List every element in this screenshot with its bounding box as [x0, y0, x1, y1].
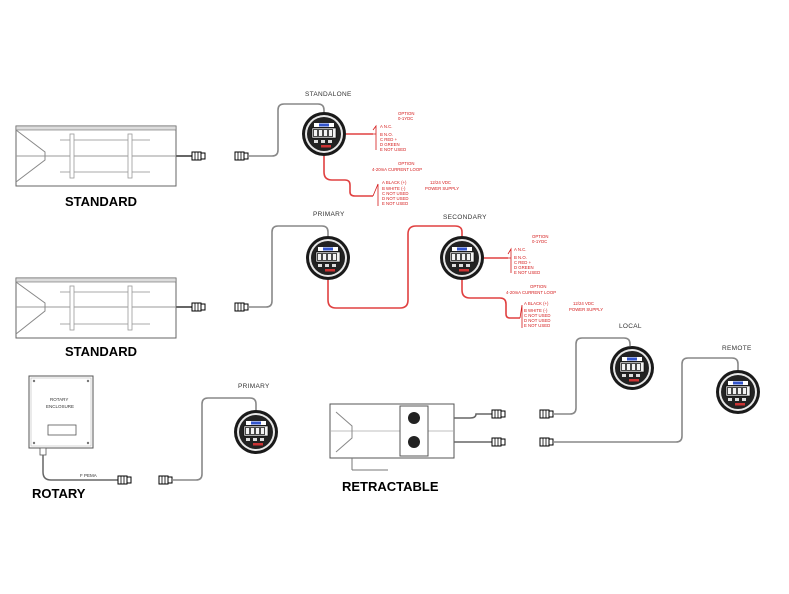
svg-text:D GREEN: D GREEN: [514, 265, 534, 270]
label-remote: REMOTE: [722, 345, 752, 352]
rotary-enclosure-label-2: ENCLOSURE: [46, 404, 74, 409]
rotary-enclosure-label-1: ROTARY: [50, 397, 68, 402]
wiring-notes-secondary: OPTION 0-1YDC A N.C. B N.O. C RED + D GR…: [506, 234, 603, 328]
wiring-notes-standalone: OPTION 0-1YDC A N.C. B N.O. C RED + D GR…: [372, 111, 459, 206]
svg-text:D NOT USED: D NOT USED: [382, 196, 408, 201]
standard-sensor-top: [15, 125, 206, 187]
label-standard-mid: STANDARD: [65, 344, 137, 359]
svg-text:C RED +: C RED +: [514, 260, 532, 265]
rotary-enclosure: [28, 375, 132, 485]
svg-text:POWER SUPPLY: POWER SUPPLY: [425, 186, 459, 191]
label-rotary: ROTARY: [32, 486, 86, 501]
secondary-meter: [439, 235, 485, 281]
label-standard-top: STANDARD: [65, 194, 137, 209]
svg-text:D NOT USED: D NOT USED: [524, 318, 550, 323]
svg-text:4-20mA CURRENT LOOP: 4-20mA CURRENT LOOP: [372, 167, 422, 172]
svg-text:B N.O.: B N.O.: [514, 255, 527, 260]
svg-text:OPTION: OPTION: [398, 111, 414, 116]
label-secondary: SECONDARY: [443, 214, 487, 221]
label-local: LOCAL: [619, 323, 642, 330]
label-retractable: RETRACTABLE: [342, 479, 439, 494]
svg-text:POWER SUPPLY: POWER SUPPLY: [569, 307, 603, 312]
svg-text:0-1YDC: 0-1YDC: [398, 116, 413, 121]
svg-text:A BLACK (+): A BLACK (+): [382, 180, 407, 185]
svg-text:C RED +: C RED +: [380, 137, 398, 142]
svg-text:OPTION: OPTION: [530, 284, 546, 289]
svg-text:A BLACK (+): A BLACK (+): [524, 301, 549, 306]
svg-text:D GREEN: D GREEN: [380, 142, 400, 147]
primary-meter-rotary: [233, 409, 279, 455]
svg-text:A N.C.: A N.C.: [380, 124, 392, 129]
svg-text:B WHITE (-): B WHITE (-): [524, 308, 548, 313]
svg-text:0-1YDC: 0-1YDC: [532, 239, 547, 244]
svg-text:B N.O.: B N.O.: [380, 132, 393, 137]
standard-sensor-mid: [15, 277, 206, 339]
svg-text:4-20mA CURRENT LOOP: 4-20mA CURRENT LOOP: [506, 290, 556, 295]
svg-text:12/24 VDC: 12/24 VDC: [430, 180, 451, 185]
svg-text:A N.C.: A N.C.: [514, 247, 526, 252]
standalone-meter: [301, 111, 347, 157]
svg-text:E NOT USED: E NOT USED: [524, 323, 550, 328]
rotary-cable-label: F PEMA: [80, 473, 97, 478]
label-primary-rotary: PRIMARY: [238, 383, 270, 390]
svg-text:E NOT USED: E NOT USED: [382, 201, 408, 206]
primary-meter-mid: [305, 235, 351, 281]
svg-text:C NOT USED: C NOT USED: [382, 191, 408, 196]
svg-text:12/24 VDC: 12/24 VDC: [573, 301, 594, 306]
local-meter: [609, 345, 655, 391]
svg-text:OPTION: OPTION: [398, 161, 414, 166]
svg-text:B WHITE (-): B WHITE (-): [382, 186, 406, 191]
svg-text:E NOT USED: E NOT USED: [514, 270, 540, 275]
svg-text:C NOT USED: C NOT USED: [524, 313, 550, 318]
svg-text:OPTION: OPTION: [532, 234, 548, 239]
svg-text:E NOT USED: E NOT USED: [380, 147, 406, 152]
retractable-sensor: [329, 403, 506, 471]
label-primary-mid: PRIMARY: [313, 211, 345, 218]
label-standalone: STANDALONE: [305, 91, 352, 98]
remote-meter: [715, 369, 761, 415]
